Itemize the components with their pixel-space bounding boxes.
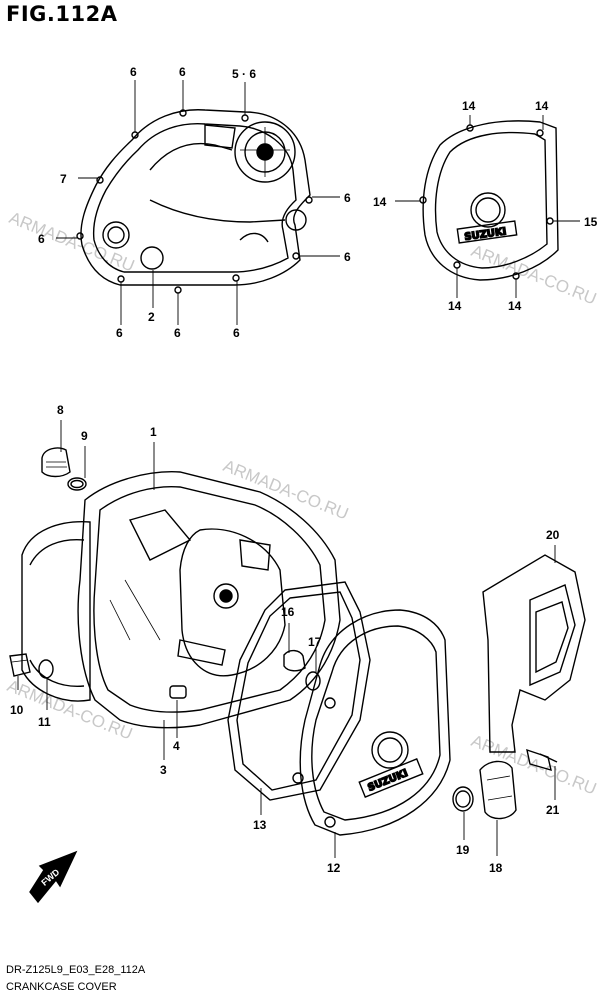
callout-14: 14 — [448, 299, 462, 313]
crankcase-assembly: SUZUKI — [9, 447, 586, 904]
diagram-name: CRANKCASE COVER — [6, 981, 117, 993]
callout-10: 10 — [10, 703, 24, 717]
watermark: ARMADA-CO.RU — [7, 208, 138, 276]
callout-20: 20 — [546, 528, 560, 542]
callout-6: 6 — [174, 326, 181, 340]
callout-6: 6 — [179, 65, 186, 79]
callout-14: 14 — [535, 99, 549, 113]
callout-6: 6 — [116, 326, 123, 340]
callout-2: 2 — [148, 310, 155, 324]
suzuki-logo-top: SUZUKI — [464, 226, 507, 243]
callout-14: 14 — [462, 99, 476, 113]
callout-18: 18 — [489, 861, 503, 875]
callout-15: 15 — [584, 215, 598, 229]
callout-6: 6 — [344, 250, 351, 264]
callout-3: 3 — [160, 763, 167, 777]
callout-19: 19 — [456, 843, 470, 857]
callout-6: 6 — [233, 326, 240, 340]
suzuki-logo-main: SUZUKI — [366, 768, 409, 794]
figure-title: FIG.112A — [6, 2, 118, 26]
callout-6: 6 — [130, 65, 137, 79]
callout-21: 21 — [546, 803, 560, 817]
callout-11: 11 — [38, 715, 51, 729]
callout-8: 8 — [57, 403, 64, 417]
callout-4: 4 — [173, 739, 180, 753]
callout-5-6: 5 · 6 — [232, 67, 256, 81]
callouts: 6 6 5 · 6 7 6 2 6 6 6 6 6 14 14 14 15 14… — [10, 65, 598, 875]
leaders-main — [17, 420, 556, 858]
callout-1: 1 — [150, 425, 157, 439]
callout-17: 17 — [308, 635, 322, 649]
watermarks: ARMADA-CO.RU ARMADA-CO.RU ARMADA-CO.RU A… — [5, 208, 600, 799]
callout-12: 12 — [327, 861, 341, 875]
watermark: ARMADA-CO.RU — [221, 456, 352, 524]
callout-13: 13 — [253, 818, 267, 832]
callout-7: 7 — [60, 172, 67, 186]
clutch-cover-outline-top — [76, 109, 313, 294]
callout-6: 6 — [38, 232, 45, 246]
leaders-top-left — [56, 80, 340, 325]
callout-6: 6 — [344, 191, 351, 205]
callout-14: 14 — [508, 299, 522, 313]
diagram-code: DR-Z125L9_E03_E28_112A — [6, 964, 146, 976]
callout-9: 9 — [81, 429, 88, 443]
callout-16: 16 — [281, 605, 295, 619]
watermark: ARMADA-CO.RU — [469, 241, 600, 309]
callout-14: 14 — [373, 195, 387, 209]
leaders-top-right — [395, 115, 580, 298]
